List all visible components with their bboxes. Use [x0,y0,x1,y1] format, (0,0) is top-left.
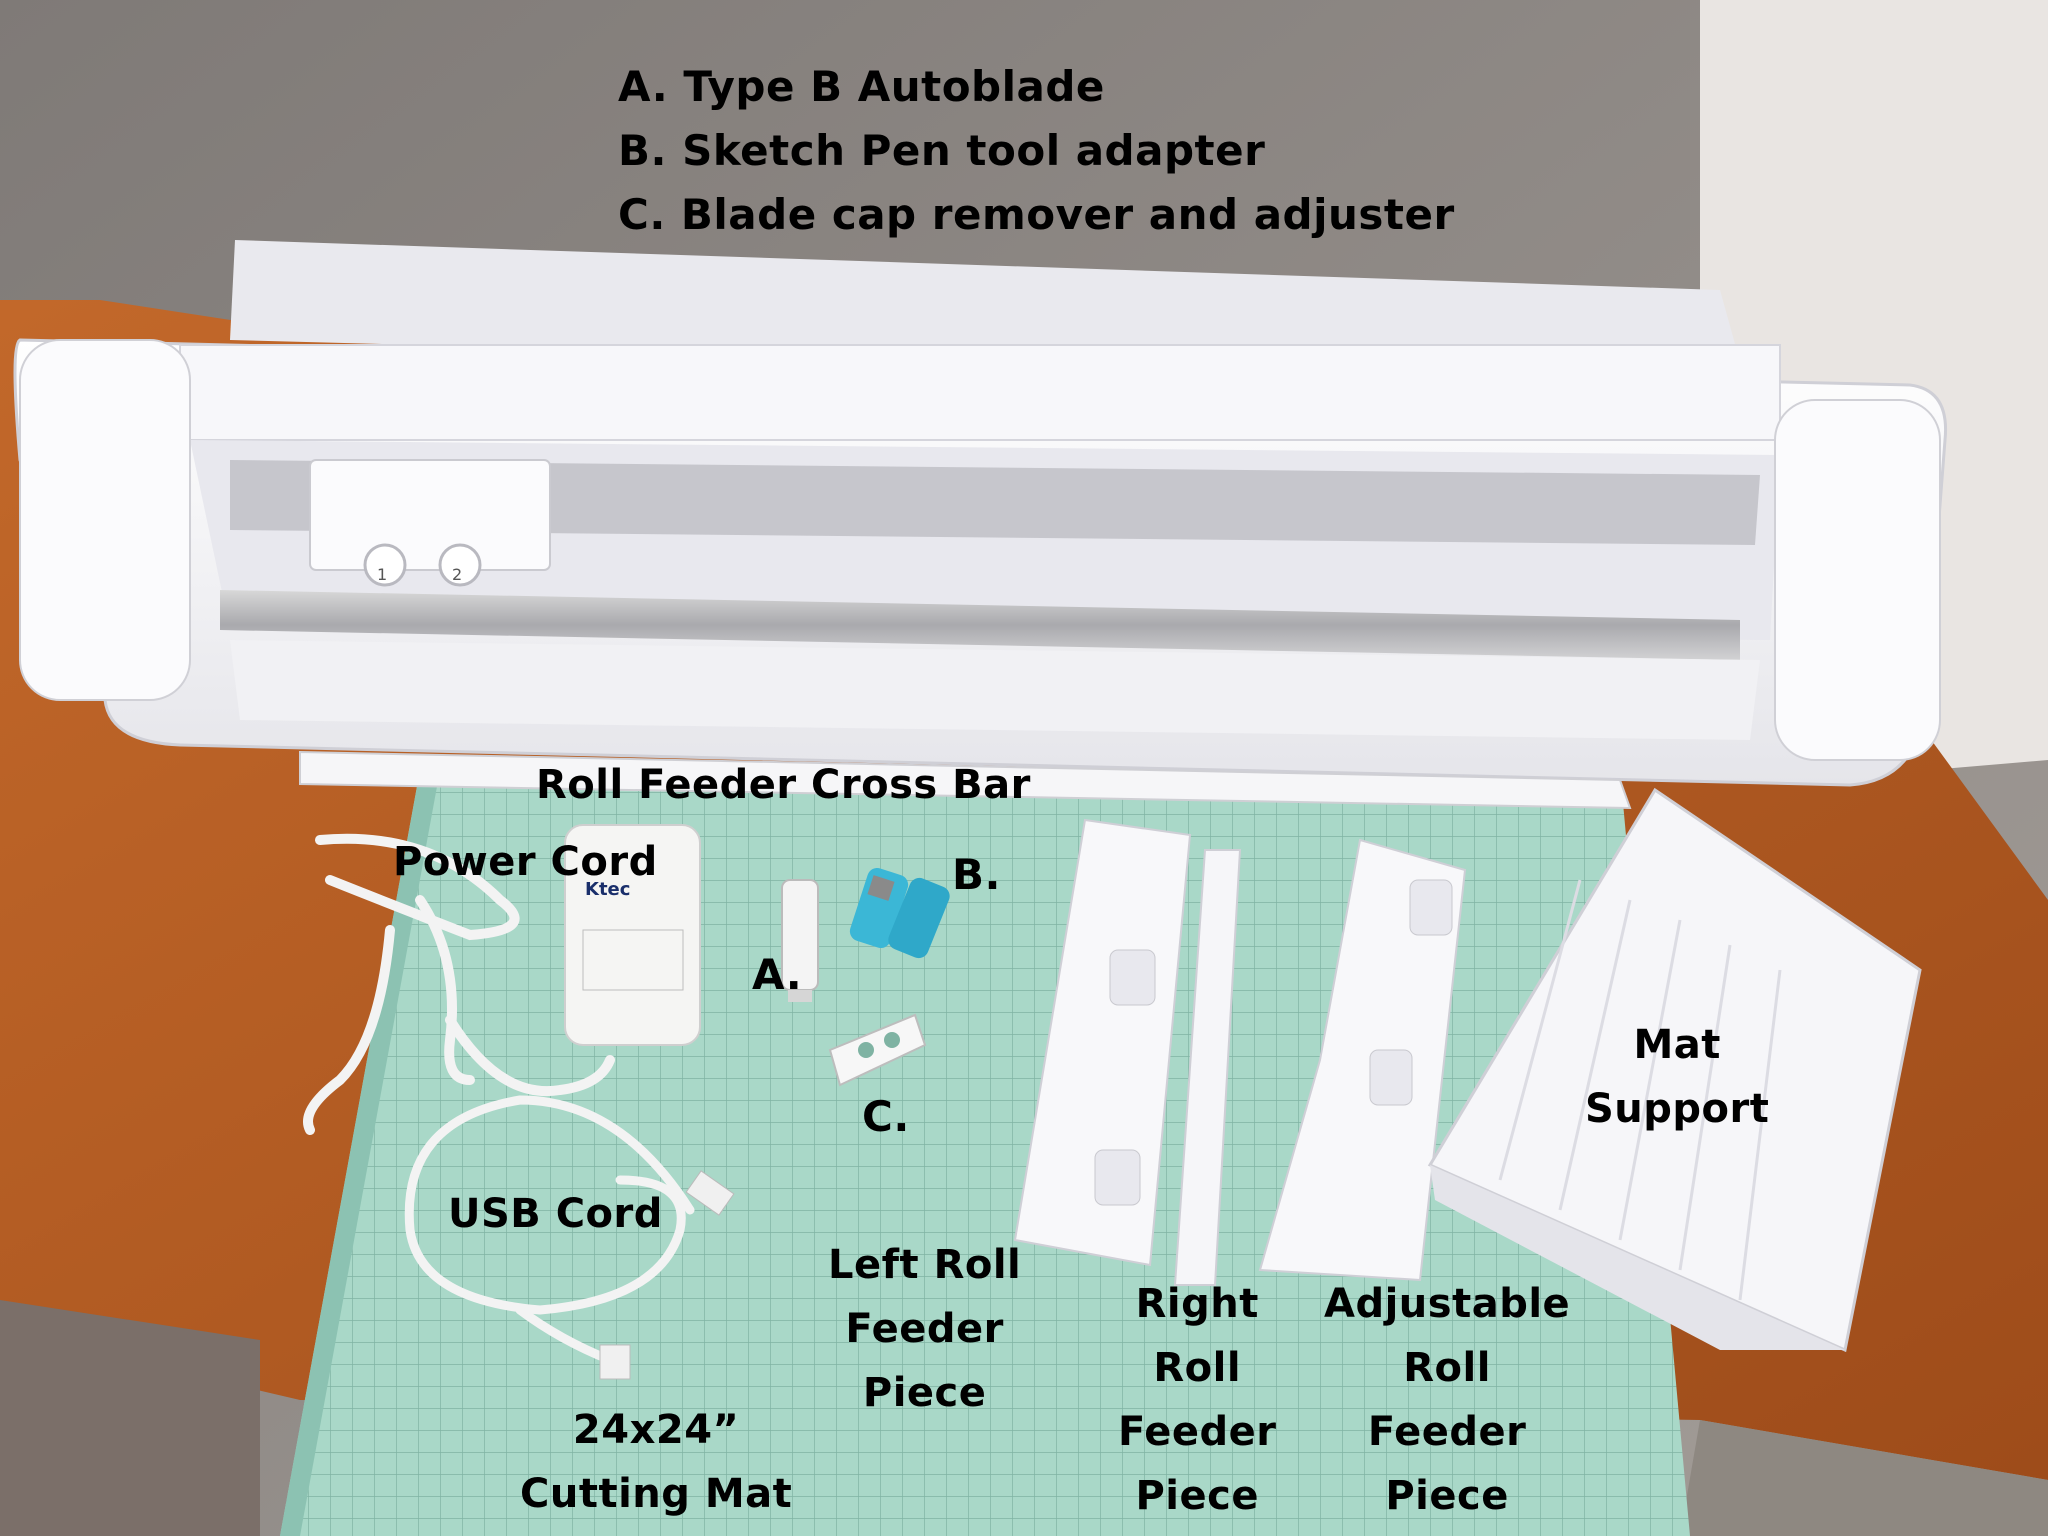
tool-carriage [309,459,551,571]
adapter-brand-text: Ktec [585,879,630,900]
sketch-pen-adapter [849,867,950,959]
legend-item-a: A. Type B Autoblade [618,62,1105,111]
cutting-mat-edge [280,770,440,1536]
tool-holder-1 [363,543,407,587]
cutting-machine: 1 2 [13,240,1948,787]
label-c: C. [862,1092,910,1141]
usb-cord-label: USB Cord [448,1191,663,1237]
adjustable-roll-line-1: Adjustable [1324,1281,1571,1327]
legend: A. Type B Autoblade B. Sketch Pen tool a… [618,55,1455,247]
left-roll-feeder-label: Left Roll Feeder Piece [828,1233,1021,1425]
right-roll-feeder-label: Right Roll Feeder Piece [1118,1272,1276,1528]
adjustable-roll-line-4: Piece [1385,1473,1509,1519]
mat-support-line-1: Mat [1633,1022,1721,1068]
adjustable-roll-feeder-piece [1258,838,1467,1282]
right-roll-line-1: Right [1135,1281,1259,1327]
right-roll-feeder-piece [1173,849,1242,1286]
mat-support-label: Mat Support [1585,1013,1769,1141]
autoblade [781,879,819,1002]
right-roll-line-4: Piece [1135,1473,1259,1519]
power-adapter: Ktec [564,824,701,1046]
left-roll-line-3: Piece [862,1370,987,1416]
tool-slot-2-label: 2 [452,565,462,584]
mat-support-line-2: Support [1585,1086,1770,1132]
blade-cap-remover [828,1013,927,1087]
cutting-mat-line-2: Cutting Mat [520,1471,793,1517]
tool-holder-2 [438,543,482,587]
label-b: B. [952,850,1001,899]
usb-plug-b [599,1344,631,1380]
cutting-mat-label: 24x24” Cutting Mat [520,1398,792,1526]
left-roll-line-2: Feeder [845,1306,1004,1352]
cutting-mat-line-1: 24x24” [572,1407,740,1453]
floor-right [1680,1420,2048,1536]
legend-item-c: C. Blade cap remover and adjuster [618,190,1455,239]
roll-feeder-cross-bar [299,750,1632,810]
adjustable-roll-feeder-label: Adjustable Roll Feeder Piece [1324,1272,1570,1528]
usb-plug-a [685,1170,735,1216]
power-cord [303,833,615,1135]
left-roll-feeder-piece [1013,818,1192,1267]
label-a: A. [752,950,803,999]
adjustable-roll-line-2: Roll [1403,1345,1491,1391]
power-cord-label: Power Cord [393,839,658,885]
mat-support [1427,787,1922,1353]
adjustable-roll-line-3: Feeder [1367,1409,1527,1455]
cross-bar-label: Roll Feeder Cross Bar [536,762,1031,808]
right-roll-line-3: Feeder [1118,1409,1277,1455]
right-roll-line-2: Roll [1153,1345,1242,1391]
table-side [0,1300,260,1536]
tool-slot-1-label: 1 [377,565,387,584]
left-roll-line-1: Left Roll [828,1242,1022,1288]
legend-item-b: B. Sketch Pen tool adapter [618,126,1266,175]
